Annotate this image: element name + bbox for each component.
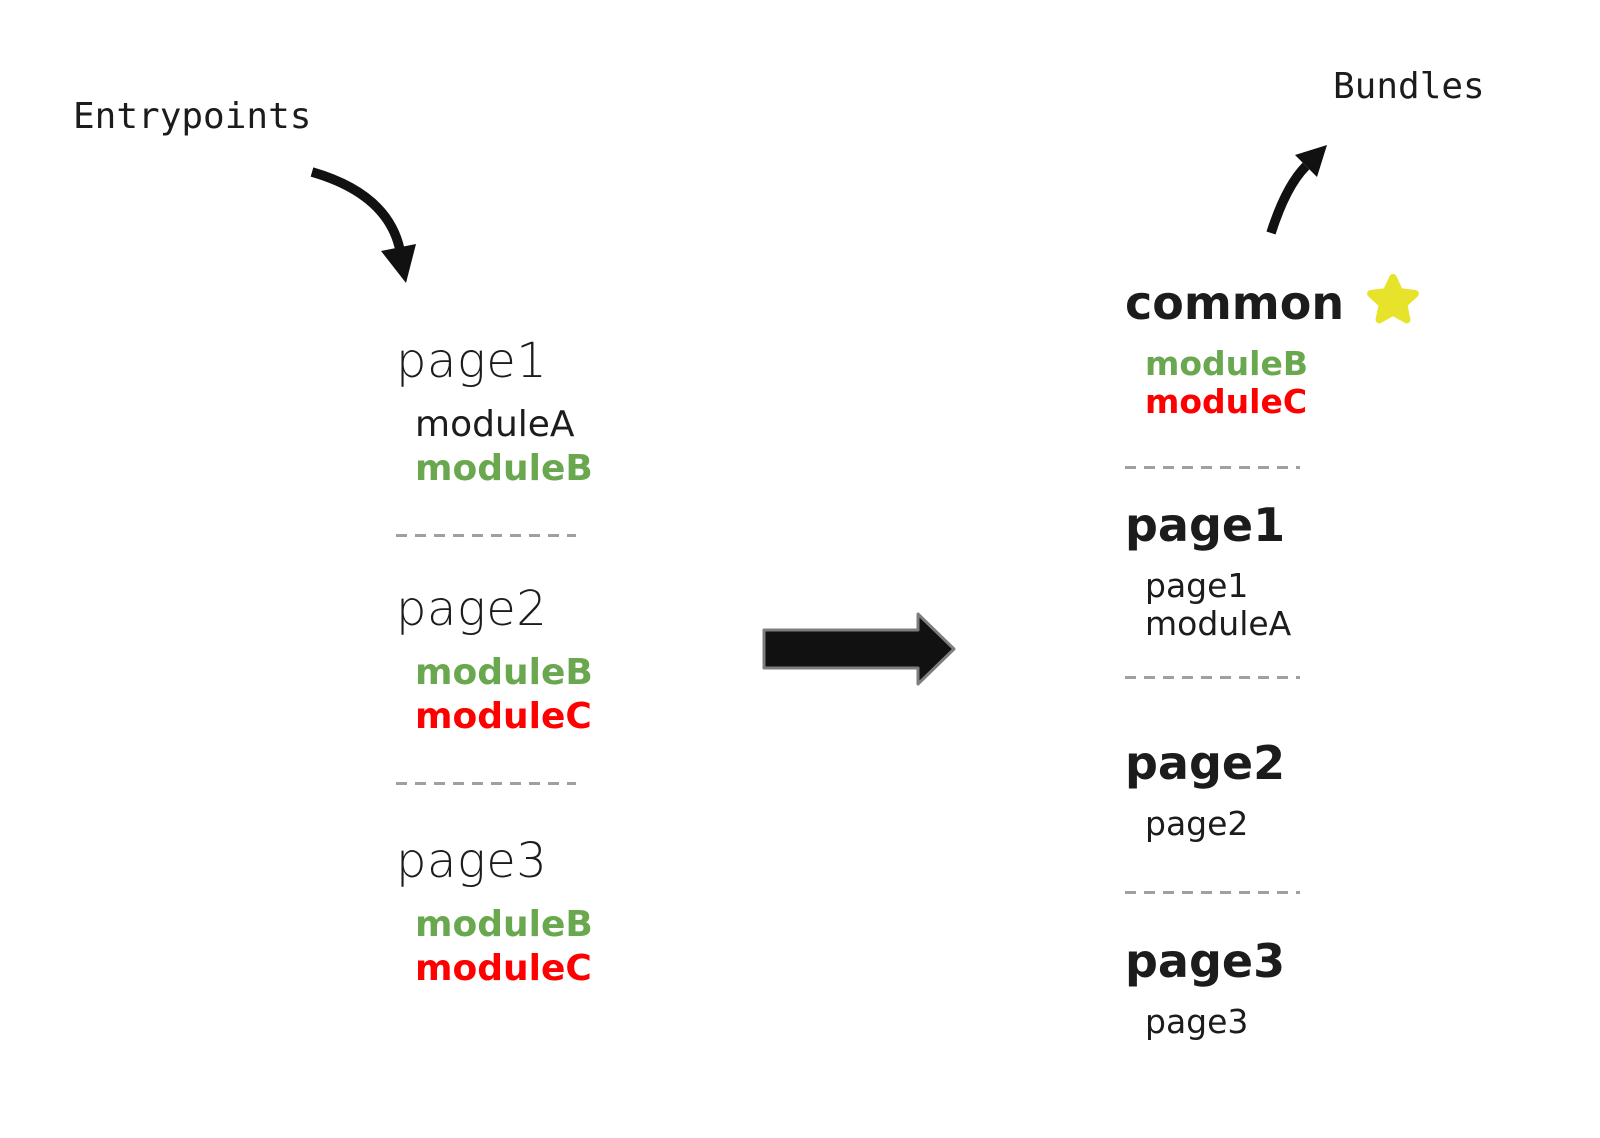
module-item: page2 [1145, 804, 1249, 843]
module-item: moduleA [1145, 604, 1292, 643]
entrypoint-modules: moduleB moduleC [396, 903, 593, 991]
bundle-name: page1 [1125, 498, 1286, 552]
module-item: page1 [1145, 566, 1249, 605]
module-item: moduleB [1145, 344, 1309, 383]
module-item: page3 [1145, 1002, 1249, 1041]
bundle-section-page2: page2 page2 [1125, 736, 1285, 843]
bundle-modules: page2 [1125, 805, 1285, 843]
separator-dashed [1125, 466, 1300, 469]
bundles-label: Bundles [1333, 66, 1485, 107]
entrypoint-name: page2 [396, 581, 548, 637]
bundles-arrow-icon [1266, 145, 1327, 235]
bundle-modules: moduleB moduleC [1125, 345, 1420, 421]
entrypoint-modules: moduleA moduleB [396, 403, 593, 491]
bundle-name: page3 [1125, 934, 1286, 988]
module-item: moduleB [415, 448, 593, 489]
module-item: moduleA [415, 404, 575, 445]
entry-section-page2: page2 moduleB moduleC [396, 582, 593, 739]
entry-section-page1: page1 moduleA moduleB [396, 334, 593, 491]
module-item: moduleC [1145, 382, 1308, 421]
entrypoints-label: Entrypoints [73, 96, 312, 137]
entry-section-page3: page3 moduleB moduleC [396, 834, 593, 991]
separator-dashed [396, 782, 576, 785]
bundle-section-page1: page1 page1 moduleA [1125, 498, 1291, 643]
entrypoint-name: page3 [396, 833, 548, 889]
entrypoint-name: page1 [396, 333, 548, 389]
bundle-name: page2 [1125, 736, 1286, 790]
module-item: moduleB [415, 652, 593, 693]
bundle-modules: page1 moduleA [1125, 567, 1291, 643]
bundle-modules: page3 [1125, 1003, 1285, 1041]
module-item: moduleB [415, 904, 593, 945]
separator-dashed [396, 534, 576, 537]
transform-arrow-icon [762, 612, 956, 686]
entrypoint-modules: moduleB moduleC [396, 651, 593, 739]
separator-dashed [1125, 891, 1300, 894]
star-icon [1366, 272, 1420, 326]
module-item: moduleC [415, 948, 592, 989]
bundle-name: common [1125, 276, 1345, 330]
bundle-section-page3: page3 page3 [1125, 934, 1285, 1041]
entrypoints-arrow-icon [310, 167, 416, 283]
module-item: moduleC [415, 696, 592, 737]
bundle-section-common: common moduleB moduleC [1125, 273, 1420, 421]
separator-dashed [1125, 676, 1300, 679]
